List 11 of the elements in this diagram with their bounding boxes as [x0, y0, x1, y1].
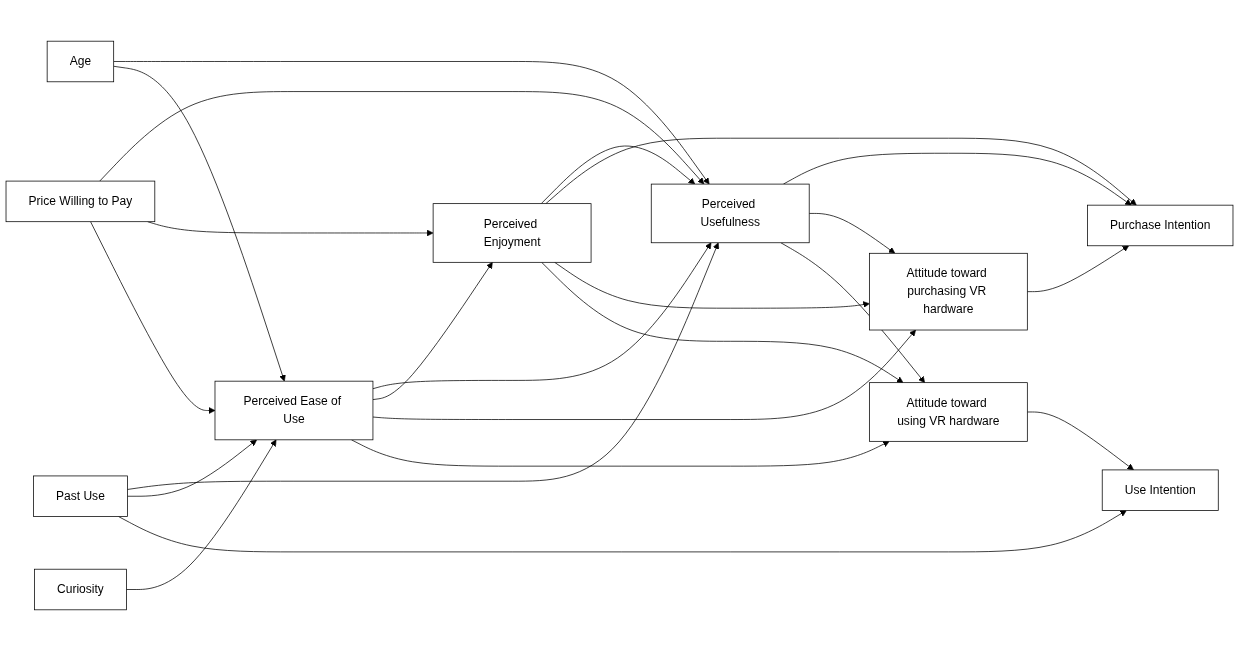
node-box: Price Willing to Pay — [5, 180, 156, 223]
node-box: Perceived Usefulness — [650, 183, 810, 244]
node-box: Use Intention — [1101, 469, 1219, 511]
node-box: Purchase Intention — [1087, 204, 1234, 247]
node-box: Attitude toward using VR hardware — [869, 382, 1028, 442]
node-box: Perceived Ease of Use — [214, 380, 374, 441]
node-box: Past Use — [33, 475, 128, 517]
node-box: Curiosity — [34, 568, 127, 611]
node-box: Age — [46, 40, 115, 83]
node-box: Perceived Enjoyment — [432, 203, 592, 263]
node-box: Attitude toward purchasing VR hardware — [869, 252, 1028, 331]
